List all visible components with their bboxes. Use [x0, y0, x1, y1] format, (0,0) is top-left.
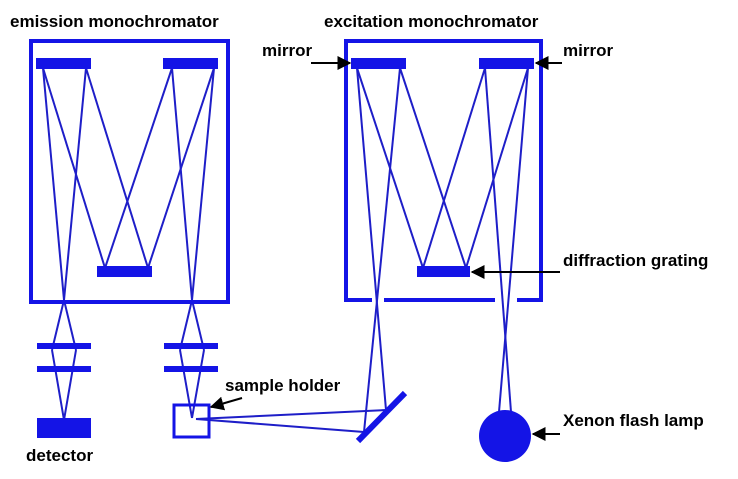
- emission-beam: [104, 67, 173, 269]
- emission-beam: [63, 67, 87, 301]
- sample-side-slit-lower: [164, 366, 218, 372]
- mirror-right-label: mirror: [563, 41, 613, 60]
- pointer-arrows: [209, 56, 562, 441]
- detector-label: detector: [26, 446, 93, 465]
- sample-holder-pointer: [209, 396, 243, 411]
- excitation-monochromator-housing: [344, 39, 543, 300]
- excitation-beam: [399, 67, 467, 269]
- excitation-monochromator-label: excitation monochromator: [324, 12, 539, 31]
- emission-beam: [51, 349, 65, 421]
- sample-holder: [172, 403, 211, 439]
- sample-side-slit-upper: [164, 343, 218, 349]
- emission-beam: [42, 67, 106, 269]
- detector-side-slit-lower: [37, 366, 91, 372]
- excitation-beam: [195, 409, 387, 420]
- emission-grating: [97, 266, 152, 277]
- emission-mirror-right: [163, 58, 218, 69]
- light-beams: [42, 67, 529, 433]
- sample-holder-label: sample holder: [225, 376, 341, 395]
- emission-beam: [191, 299, 205, 351]
- emission-monochromator-label: emission monochromator: [10, 12, 219, 31]
- emission-beam: [179, 299, 193, 351]
- diffraction-grating-label: diffraction grating: [563, 251, 708, 270]
- emission-beam: [191, 349, 205, 419]
- detector-side-slit-upper: [37, 343, 91, 349]
- excitation-beam: [498, 67, 529, 413]
- detector: [37, 418, 91, 438]
- excitation-beam: [363, 67, 401, 433]
- emission-beam: [42, 67, 65, 301]
- emission-beam: [191, 67, 215, 301]
- emission-beam: [63, 299, 77, 351]
- excitation-beam: [484, 67, 512, 413]
- emission-beam: [85, 67, 149, 269]
- excitation-beam: [195, 418, 365, 433]
- excitation-grating: [417, 266, 470, 277]
- mirror-left-label: mirror: [262, 41, 312, 60]
- emission-beam: [63, 349, 77, 421]
- optical-components: [29, 39, 543, 462]
- emission-beam: [179, 349, 193, 419]
- folding-mirror: [355, 390, 408, 444]
- excitation-mirror-right: [479, 58, 534, 69]
- emission-beam: [51, 299, 65, 351]
- xenon-flash-lamp: [479, 410, 531, 462]
- emission-mirror-left: [36, 58, 91, 69]
- excitation-mirror-left: [351, 58, 406, 69]
- excitation-beam: [356, 67, 387, 411]
- excitation-beam: [422, 67, 486, 269]
- emission-monochromator-housing: [29, 39, 230, 304]
- emission-beam: [171, 67, 193, 301]
- excitation-beam: [465, 67, 529, 269]
- xenon-flash-lamp-label: Xenon flash lamp: [563, 411, 704, 430]
